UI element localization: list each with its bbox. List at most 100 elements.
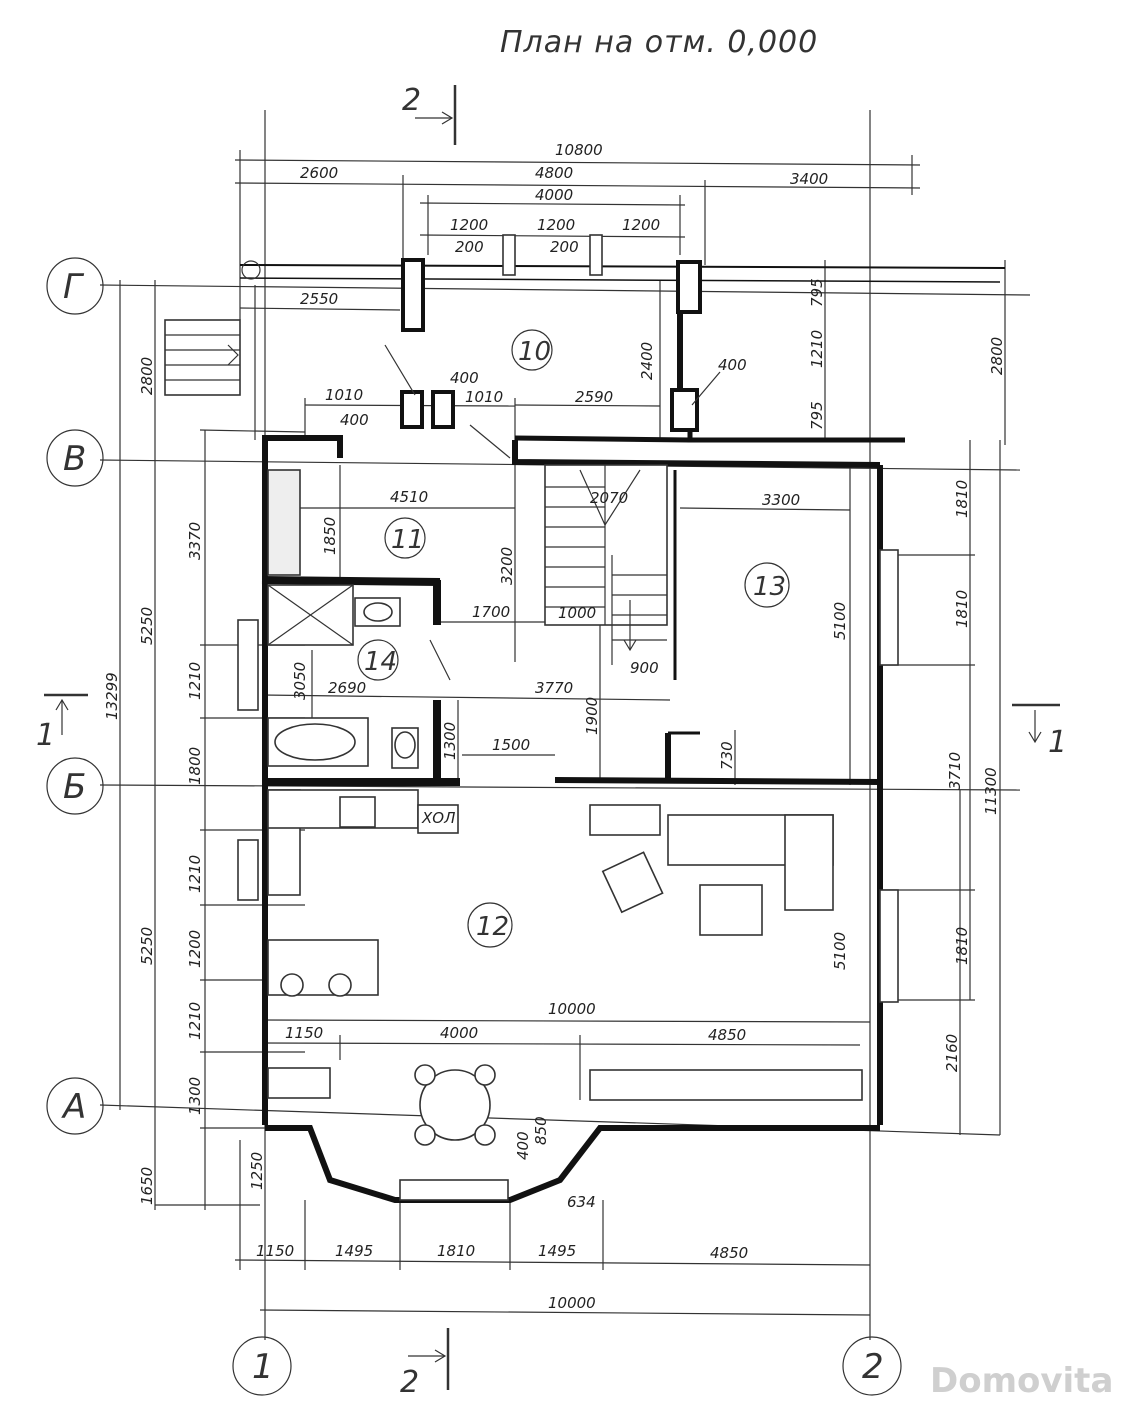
dim-left-3370: 3370 [186, 522, 204, 560]
dim-bot-c: 1810 [437, 1242, 475, 1260]
axis-bubble-2: 2 [842, 1336, 902, 1396]
dim-porch-w: 2550 [300, 290, 338, 308]
dim-top-p2: 200 [550, 238, 579, 256]
dim-right-1810b: 1810 [953, 590, 971, 628]
dim-right-795b: 795 [808, 401, 826, 430]
dim-left-1800: 1800 [186, 747, 204, 785]
dim-mid-a: 3770 [535, 679, 573, 697]
dimension-lines [119, 150, 1006, 1316]
dim-top-p1: 200 [455, 238, 484, 256]
room-10: 10 [511, 329, 553, 371]
windows [237, 549, 899, 1003]
dim-bay-c: 634 [567, 1193, 596, 1211]
svg-text:14: 14 [364, 647, 397, 677]
dim-low-b: 4000 [440, 1024, 478, 1042]
dim-right-2160: 2160 [943, 1034, 961, 1072]
dim-r13-w: 3300 [762, 491, 800, 509]
section-marker-top: 2 [402, 83, 457, 145]
room-14: 14 [357, 639, 399, 681]
dim-stair-b: 900 [630, 659, 659, 677]
svg-text:13: 13 [753, 572, 786, 602]
dim-left-1650: 1650 [138, 1167, 156, 1205]
dim-top-c: 4000 [535, 186, 573, 204]
dim-r11-h: 1850 [321, 517, 339, 555]
axis-bubble-b: Б [46, 757, 104, 815]
terrace-details [164, 234, 721, 459]
dim-r10-3: 400 [450, 369, 479, 387]
room-13: 13 [744, 562, 790, 608]
dim-stair-h: 3200 [498, 547, 516, 585]
svg-text:2: 2 [402, 83, 421, 118]
dim-bot-b: 1495 [335, 1242, 373, 1260]
dim-mid-d: 1500 [492, 736, 530, 754]
svg-text:А: А [61, 1087, 86, 1127]
dim-bot-d: 1495 [538, 1242, 576, 1260]
dim-right-1810a: 1810 [953, 480, 971, 518]
staircase [544, 464, 668, 665]
dim-r13-h: 5100 [831, 602, 849, 640]
section-marker-left: 1 [36, 693, 88, 753]
svg-text:Б: Б [63, 767, 86, 807]
living-kitchen-furniture [267, 789, 863, 1201]
dim-r12-h: 5100 [831, 932, 849, 970]
dim-top-e3: 1200 [622, 216, 660, 234]
dim-r11-w: 4510 [390, 488, 428, 506]
dim-right-11300: 11300 [982, 767, 1000, 815]
dim-top-a: 2600 [300, 164, 338, 182]
dim-bot-total: 10000 [548, 1294, 596, 1312]
svg-text:2: 2 [400, 1365, 419, 1400]
watermark: Domovita [930, 1361, 1113, 1401]
room-12: 12 [467, 902, 513, 948]
dim-r14-b: 3050 [291, 662, 309, 700]
dim-left-1210b: 1210 [186, 855, 204, 893]
dim-left-2800: 2800 [138, 357, 156, 395]
section-marker-right: 1 [1012, 703, 1067, 760]
dim-low-a: 1150 [285, 1024, 323, 1042]
dim-right-3710: 3710 [946, 752, 964, 790]
dim-right-1210: 1210 [808, 330, 826, 368]
dim-left-1200: 1200 [186, 930, 204, 968]
dim-r10-2: 400 [340, 411, 369, 429]
svg-text:Г: Г [63, 267, 85, 307]
dim-low-c: 4850 [708, 1026, 746, 1044]
dim-stair-w: 2070 [590, 489, 628, 507]
dim-top-d: 3400 [790, 170, 828, 188]
dim-r10-6: 2400 [638, 342, 656, 380]
plan-title: План на отм. 0,000 [500, 25, 818, 60]
dim-top-total: 10800 [555, 141, 603, 159]
svg-text:12: 12 [476, 912, 509, 942]
walls [239, 262, 1006, 1203]
dim-stair-a: 1000 [558, 604, 596, 622]
dim-r14-a: 1700 [472, 603, 510, 621]
dim-mid-b: 1900 [583, 697, 601, 735]
svg-text:1: 1 [252, 1347, 274, 1387]
dim-right-1810c: 1810 [953, 927, 971, 965]
dim-left-5250a: 5250 [138, 607, 156, 645]
dim-r12-w: 10000 [548, 1000, 596, 1018]
axis-bubble-1: 1 [232, 1336, 292, 1396]
dim-left-1210c: 1210 [186, 1002, 204, 1040]
dim-bot-a: 1150 [256, 1242, 294, 1260]
dim-left-1250: 1250 [248, 1152, 266, 1190]
dim-mid-c: 1300 [441, 722, 459, 760]
dim-r10-5: 2590 [575, 388, 613, 406]
dim-bot-e: 4850 [710, 1244, 748, 1262]
dim-r10-1: 1010 [325, 386, 363, 404]
dim-r10-7: 400 [718, 356, 747, 374]
axis-bubble-g: Г [46, 257, 104, 315]
dim-left-13299: 13299 [103, 672, 121, 720]
dim-left-1300: 1300 [186, 1077, 204, 1115]
svg-text:11: 11 [391, 525, 424, 555]
dim-top-e1: 1200 [450, 216, 488, 234]
room-11: 11 [384, 517, 426, 559]
dim-mid-e: 730 [718, 741, 736, 770]
axis-bubble-a: А [46, 1077, 104, 1135]
dim-top-e2: 1200 [537, 216, 575, 234]
dim-left-5250b: 5250 [138, 927, 156, 965]
bathroom-fixtures [267, 469, 451, 769]
dim-bay-a: 850 [532, 1116, 550, 1145]
svg-text:10: 10 [518, 337, 551, 367]
dim-right-2800: 2800 [988, 337, 1006, 375]
dim-r10-4: 1010 [465, 388, 503, 406]
